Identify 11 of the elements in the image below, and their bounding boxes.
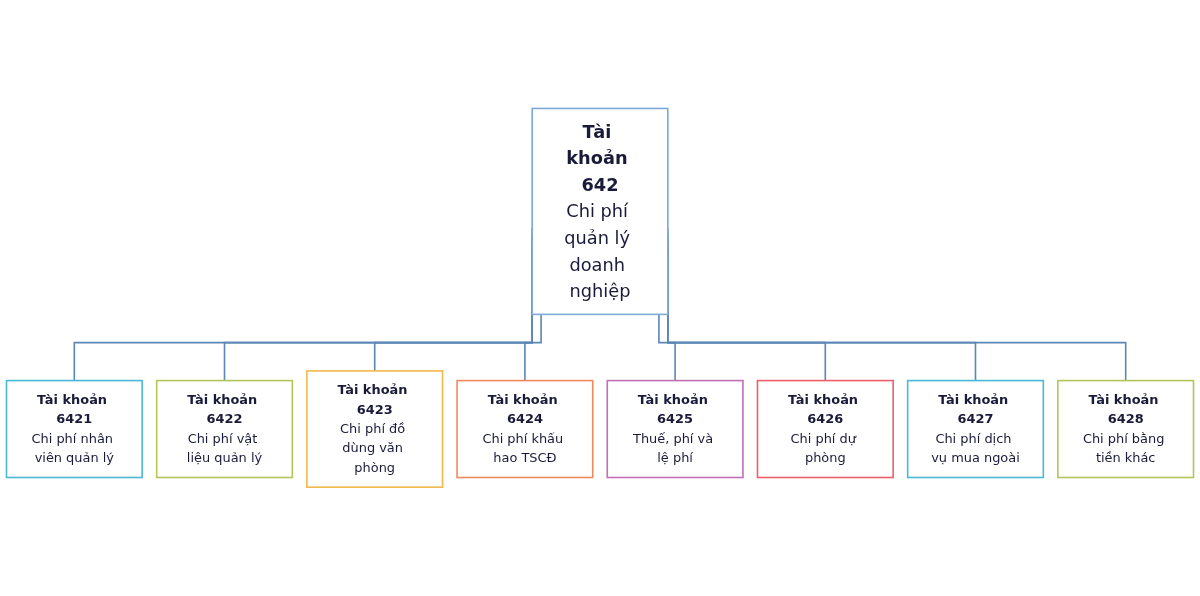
node-box: Tài khoản 6423 Chi phí đồ dùng văn phòng: [306, 370, 444, 489]
node-box: Tài khoản 6422 Chi phí vật liệu quản lý: [155, 379, 294, 479]
node-box: Tài khoản 6427 Chi phí dịch vụ mua ngoài: [906, 379, 1045, 479]
node-box: Tài khoản 6428 Chi phí bằng tiền khác: [1057, 379, 1195, 479]
node-box: Tài khoản 6425 Thuế, phí và lệ phí: [606, 379, 744, 479]
connector: [524, 313, 542, 382]
node-box: Tài khoản 6426 Chi phí dự phòng: [756, 379, 894, 479]
connector: [658, 313, 676, 382]
node-box: Tài khoản 6421 Chi phí nhân viên quản lý: [5, 379, 143, 479]
node-box: Tài khoản 6424 Chi phí khấu hao TSCĐ: [456, 379, 594, 479]
node-box: Tài khoản 642 Chi phí quản lý doanh nghiệp: [531, 107, 669, 316]
